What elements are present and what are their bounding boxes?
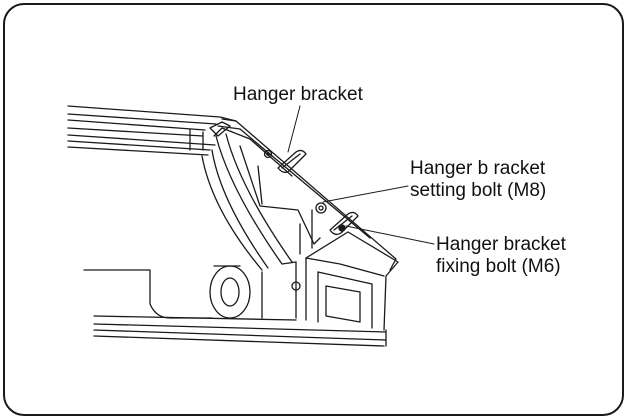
hanger-bracket-label: Hanger bracket bbox=[233, 84, 363, 105]
fixing-bolt-icon bbox=[338, 224, 346, 232]
top-rail bbox=[67, 105, 237, 156]
setting-bolt-label-line2: setting bolt (M8) bbox=[410, 180, 547, 201]
fixing-bolt-label-line2: fixing bolt (M6) bbox=[436, 256, 561, 277]
leader-lines bbox=[287, 105, 435, 245]
corner-housing bbox=[291, 209, 399, 331]
bottom-rail bbox=[93, 315, 387, 347]
drum-unit bbox=[83, 265, 263, 319]
setting-bolt-icon bbox=[315, 202, 327, 214]
setting-bolt-label-line1: Hanger b racket bbox=[410, 158, 546, 179]
fixing-bolt-label: Hanger bracket fixing bolt (M6) bbox=[436, 234, 566, 278]
fixing-bolt-label-line1: Hanger bracket bbox=[436, 234, 566, 255]
figure-border bbox=[3, 3, 624, 416]
inner-flange bbox=[201, 133, 321, 271]
setting-bolt-label: Hanger b racket setting bolt (M8) bbox=[410, 158, 546, 202]
hanger-bracket-plate bbox=[213, 118, 397, 271]
